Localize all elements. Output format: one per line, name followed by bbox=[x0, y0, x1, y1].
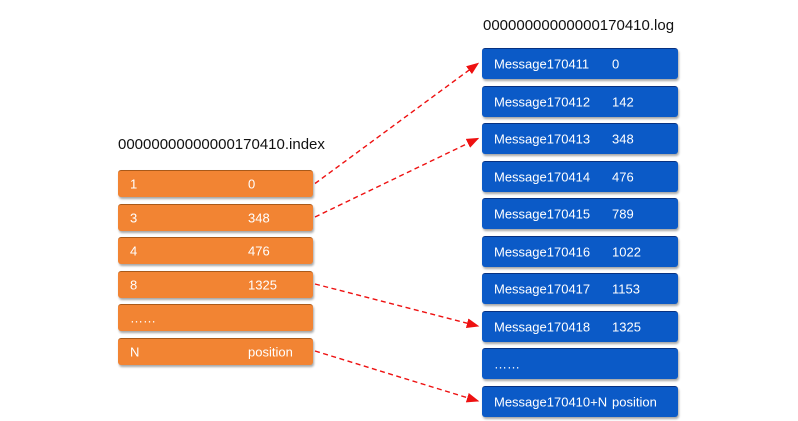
log-message-row: Message170416 1022 bbox=[482, 235, 678, 267]
log-message-label: Message170414 bbox=[494, 169, 591, 184]
log-message-label: Message170417 bbox=[494, 281, 591, 297]
index-entry-position: 348 bbox=[248, 210, 270, 225]
log-message-label: Message170416 bbox=[494, 244, 591, 259]
log-message-position: 348 bbox=[612, 131, 634, 147]
log-message-position: 1153 bbox=[612, 281, 640, 297]
log-message-row: Message170413 348 bbox=[482, 123, 678, 154]
log-message-label: Message170410+N bbox=[494, 394, 608, 409]
log-message-row: Message170410+N position bbox=[482, 385, 678, 417]
index-entry-offset: 3 bbox=[130, 210, 138, 225]
log-message-label: Message170418 bbox=[494, 319, 591, 334]
log-message-row: Message170411 0 bbox=[482, 48, 678, 79]
log-message-label: Message170413 bbox=[494, 131, 591, 147]
log-message-row: Message170412 142 bbox=[482, 85, 678, 117]
log-message-position: 0 bbox=[612, 56, 620, 72]
index-entry-position: position bbox=[248, 344, 293, 359]
log-message-position: 476 bbox=[612, 169, 634, 184]
log-message-label: …… bbox=[494, 356, 520, 372]
log-message-row: …… bbox=[482, 348, 678, 379]
index-entry-offset: 8 bbox=[130, 277, 138, 292]
index-entry-row: 1 0 bbox=[118, 170, 313, 197]
log-message-label: Message170411 bbox=[494, 56, 590, 72]
index-entry-offset: 1 bbox=[130, 176, 138, 192]
index-entry-row: 4 476 bbox=[118, 237, 313, 264]
log-message-label: Message170412 bbox=[494, 94, 591, 109]
index-entry-row: …… bbox=[118, 304, 313, 331]
index-to-log-arrow bbox=[314, 283, 480, 328]
index-to-log-arrow bbox=[314, 62, 480, 185]
index-to-log-arrow bbox=[314, 350, 480, 403]
index-entry-position: 476 bbox=[248, 243, 270, 259]
index-entries-list: 1 0 3 348 4 476 8 1325 …… bbox=[118, 170, 313, 371]
index-entry-offset: N bbox=[130, 344, 140, 359]
log-message-label: Message170415 bbox=[494, 206, 591, 222]
log-message-position: 789 bbox=[612, 206, 634, 222]
index-file-title: 00000000000000170410.index bbox=[118, 136, 325, 153]
index-entry-position: 1325 bbox=[248, 277, 277, 292]
log-message-row: Message170414 476 bbox=[482, 160, 678, 192]
log-message-row: Message170415 789 bbox=[482, 198, 678, 229]
log-message-row: Message170417 1153 bbox=[482, 273, 678, 304]
index-entry-row: 8 1325 bbox=[118, 270, 313, 298]
index-entry-offset: 4 bbox=[130, 243, 138, 259]
log-message-position: position bbox=[612, 394, 657, 409]
log-message-position: 1325 bbox=[612, 319, 641, 334]
index-entry-offset: …… bbox=[130, 310, 156, 326]
index-to-log-arrow bbox=[314, 137, 480, 218]
log-message-position: 1022 bbox=[612, 244, 641, 259]
index-entry-row: N position bbox=[118, 337, 313, 365]
log-messages-list: Message170411 0 Message170412 142 Messag… bbox=[482, 48, 678, 421]
log-message-row: Message170418 1325 bbox=[482, 310, 678, 342]
index-entry-position: 0 bbox=[248, 176, 256, 192]
log-message-position: 142 bbox=[612, 94, 634, 109]
log-file-title: 00000000000000170410.log bbox=[483, 17, 675, 34]
index-entry-row: 3 348 bbox=[118, 203, 313, 231]
